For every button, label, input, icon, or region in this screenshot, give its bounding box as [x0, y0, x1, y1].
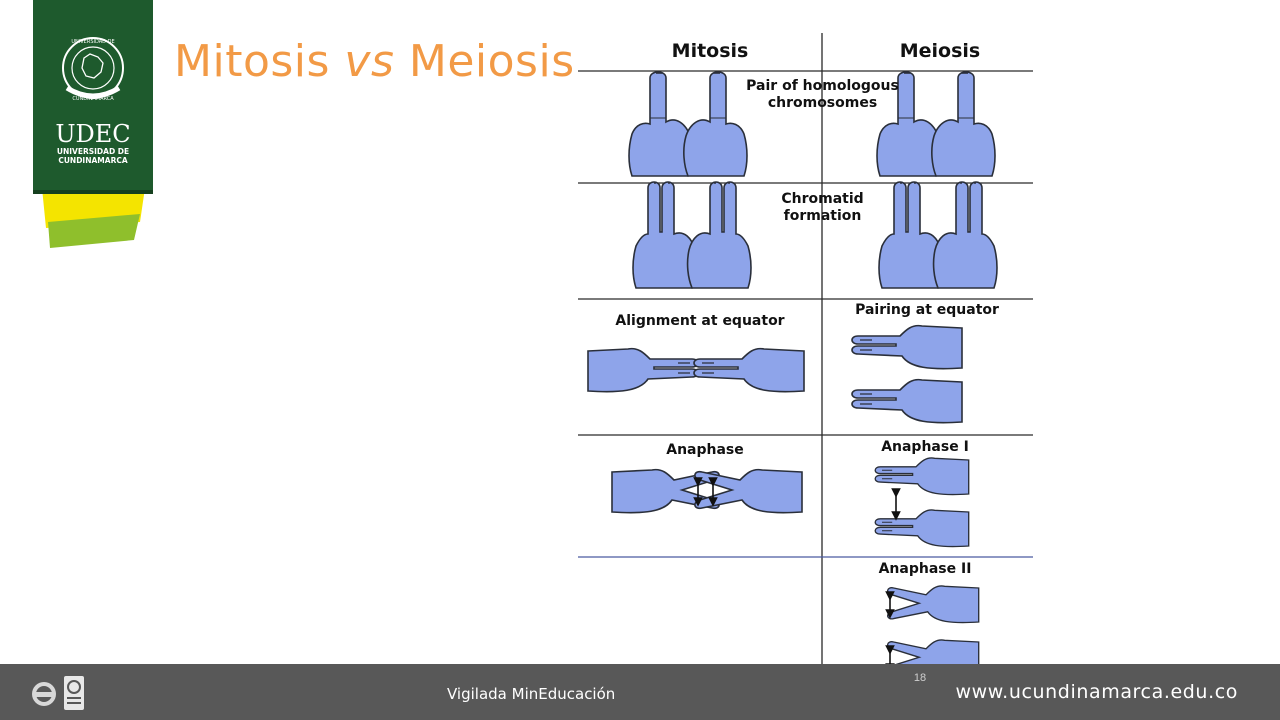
hands-anaphase1-meiosis — [874, 457, 970, 548]
logo-acronym: UDEC — [55, 120, 130, 148]
logo-name-line2: CUNDINAMARCA — [58, 156, 128, 165]
row-label-chromatid-formation: Chromatid formation — [781, 191, 864, 224]
page-number: 18 — [913, 672, 927, 684]
certification-logos — [32, 676, 84, 710]
slide-title: Mitosis vs Meiosis — [174, 36, 575, 87]
row-label-anaphase: Anaphase — [666, 442, 744, 458]
row-label-alignment-equator: Alignment at equator — [615, 313, 785, 329]
vigilada-mineducacion-text: Vigilada MinEducación — [447, 685, 616, 703]
diagram-canvas — [578, 33, 1033, 680]
seal-text-top: UNIVERSIDAD DE — [71, 39, 114, 45]
title-vs: vs — [344, 36, 395, 87]
title-part1: Mitosis — [174, 36, 345, 87]
iqnet-certification-icon — [32, 682, 56, 706]
row-label-anaphase-2: Anaphase II — [878, 561, 972, 577]
row-label-anaphase-1: Anaphase I — [881, 439, 969, 455]
hands-chromatid-meiosis — [878, 181, 998, 289]
university-logo: UNIVERSIDAD DE CUNDINAMARCA UDEC UNIVERS… — [33, 0, 153, 248]
column-header-meiosis: Meiosis — [899, 40, 981, 62]
row-label-pair-homologous: Pair of homologous chromosomes — [746, 78, 899, 111]
title-part2: Meiosis — [394, 36, 575, 87]
hands-chromatid-mitosis — [632, 181, 752, 289]
lime-ribbon — [48, 214, 140, 248]
hands-anaphase-mitosis — [611, 468, 803, 514]
row-label-pairing-equator: Pairing at equator — [855, 302, 999, 318]
hands-pair-homologous-mitosis — [628, 71, 748, 177]
hands-anaphase2-meiosis — [885, 585, 980, 678]
footer-bar: 18 Vigilada MinEducación www.ucundinamar… — [0, 664, 1280, 720]
logo-name-line1: UNIVERSIDAD DE — [57, 147, 129, 156]
mitosis-meiosis-diagram: Mitosis Meiosis Pair of homologous chrom… — [570, 28, 1040, 688]
university-seal-icon: UNIVERSIDAD DE CUNDINAMARCA — [62, 37, 124, 102]
hands-alignment-mitosis — [587, 347, 805, 393]
website-link[interactable]: www.ucundinamarca.edu.co — [955, 681, 1238, 703]
seal-text-bottom: CUNDINAMARCA — [72, 96, 114, 102]
column-header-mitosis: Mitosis — [671, 40, 749, 62]
hands-pairing-meiosis — [851, 324, 963, 424]
icontec-iso-certification-icon — [64, 676, 84, 710]
